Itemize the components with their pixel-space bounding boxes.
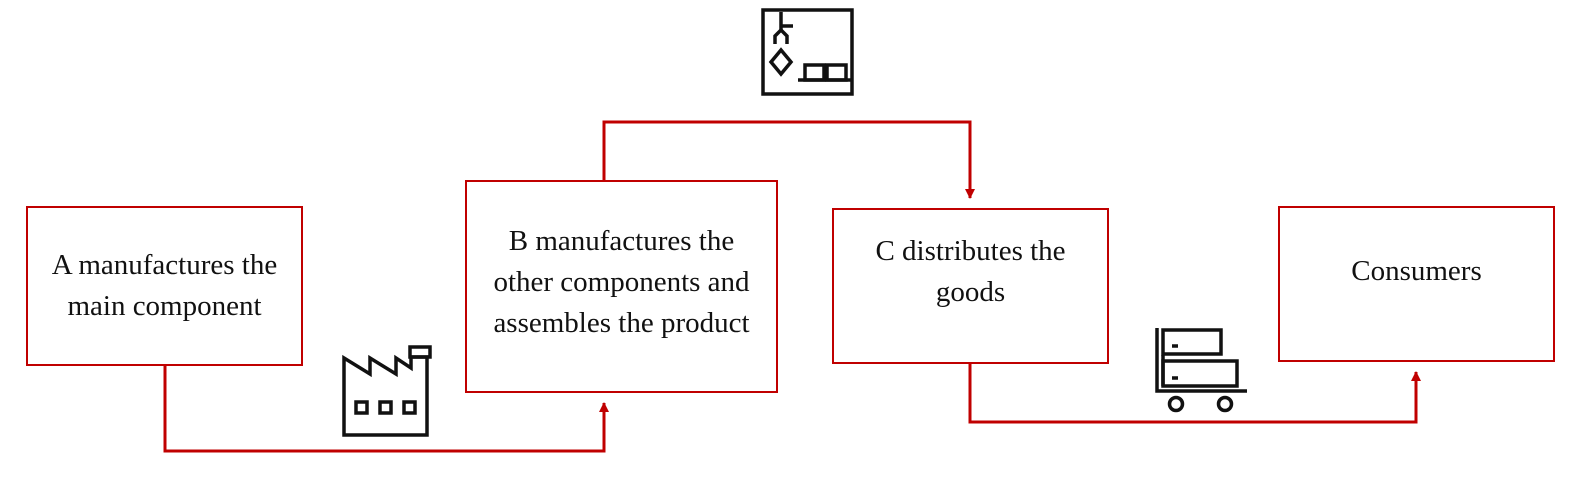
- connector-a-to-b: [163, 366, 609, 453]
- box-c-label: C distributes the goods: [875, 235, 1066, 308]
- connector-b-to-c: [602, 120, 975, 199]
- box-c-distributor: C distributes the goods: [832, 208, 1109, 364]
- box-b-label: B manufactures the other components and …: [493, 225, 750, 339]
- factory-icon: [342, 345, 432, 437]
- box-consumers: Consumers: [1278, 206, 1555, 362]
- box-a-label: A manufactures the main component: [51, 249, 278, 322]
- connector-c-to-consumers: [968, 364, 1421, 424]
- box-a-main-component-manufacturer: A manufactures the main component: [26, 206, 303, 366]
- box-consumers-label: Consumers: [1351, 254, 1482, 287]
- hand-truck-icon: [1155, 328, 1247, 413]
- box-b-assembler: B manufactures the other components and …: [465, 180, 778, 393]
- assembly-robot-icon: [761, 8, 854, 96]
